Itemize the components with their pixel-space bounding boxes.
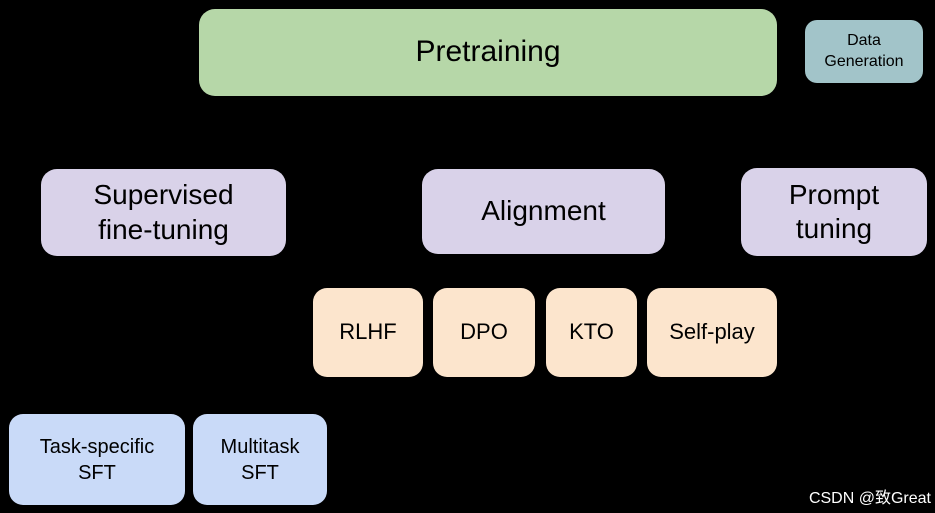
csdn-watermark: CSDN @致Great — [808, 489, 931, 507]
node-task-specific-sft-label: Task-specific SFT — [39, 435, 155, 484]
node-multitask-sft-label: Multitask SFT — [220, 435, 300, 484]
node-pretraining-label: Pretraining — [415, 35, 561, 69]
node-data-generation: Data Generation — [805, 20, 923, 83]
node-multitask-sft: Multitask SFT — [193, 414, 327, 505]
node-supervised-fine-tuning-label: Supervised fine-tuning — [93, 179, 234, 245]
node-supervised-fine-tuning: Supervised fine-tuning — [41, 169, 286, 256]
node-alignment: Alignment — [422, 169, 665, 254]
node-rlhf-label: RLHF — [339, 319, 397, 345]
node-data-generation-label: Data Generation — [824, 31, 904, 70]
node-kto-label: KTO — [569, 319, 614, 345]
node-rlhf: RLHF — [313, 288, 423, 377]
node-dpo: DPO — [433, 288, 535, 377]
node-task-specific-sft: Task-specific SFT — [9, 414, 185, 505]
node-kto: KTO — [546, 288, 637, 377]
node-self-play-label: Self-play — [669, 319, 755, 345]
node-pretraining: Pretraining — [199, 9, 777, 96]
node-self-play: Self-play — [647, 288, 777, 377]
node-prompt-tuning-label: Prompt tuning — [788, 178, 880, 244]
node-alignment-label: Alignment — [481, 195, 606, 227]
node-prompt-tuning: Prompt tuning — [741, 168, 927, 256]
node-dpo-label: DPO — [460, 319, 508, 345]
